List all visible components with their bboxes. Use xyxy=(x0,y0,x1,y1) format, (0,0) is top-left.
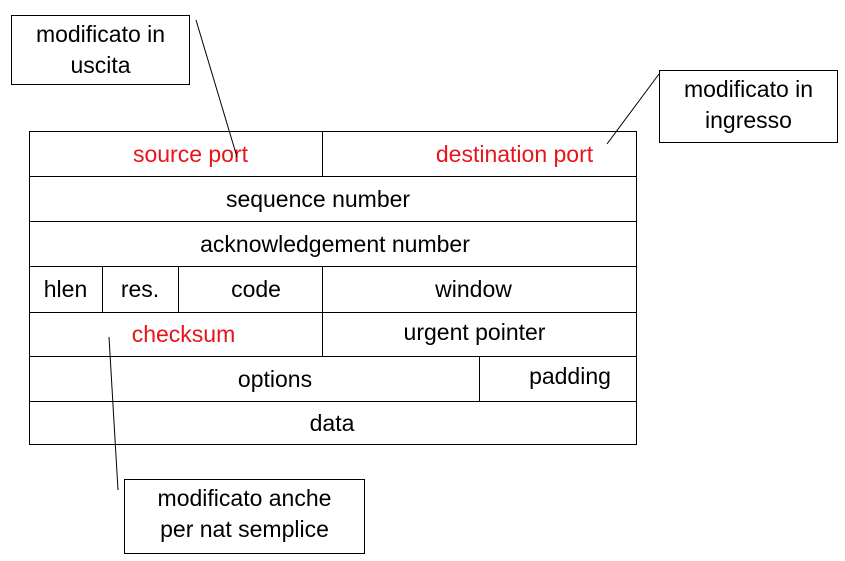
leader-line-destination-port xyxy=(606,73,660,145)
field-label: urgent pointer xyxy=(403,319,546,345)
row-control: hlen res. code window xyxy=(29,266,637,312)
callout-modified-outgoing: modificato in uscita xyxy=(11,15,190,85)
leader-line-checksum xyxy=(108,336,119,491)
field-label: hlen xyxy=(43,276,88,302)
callout-modified-simple-nat: modificato anche per nat semplice xyxy=(124,479,365,554)
field-label: sequence number xyxy=(225,185,411,212)
field-reserved: res. xyxy=(102,267,178,312)
row-options: options padding xyxy=(29,356,637,401)
diagram-right-border xyxy=(636,131,637,444)
field-divider xyxy=(479,357,480,401)
field-divider xyxy=(102,267,103,312)
field-label: padding xyxy=(529,363,611,389)
leader-line-source-port xyxy=(195,19,238,158)
row-acknowledgement: acknowledgement number xyxy=(29,221,637,266)
field-label: acknowledgement number xyxy=(200,230,470,257)
field-padding: padding xyxy=(479,357,637,401)
row-checksum: checksum urgent pointer xyxy=(29,312,637,356)
diagram-left-border xyxy=(29,131,30,444)
field-label: data xyxy=(309,409,355,436)
callout-line-1: modificato anche xyxy=(157,485,332,511)
callout-line-2: per nat semplice xyxy=(160,516,329,542)
field-data: data xyxy=(29,402,637,444)
field-divider xyxy=(322,313,323,356)
callout-line-1: modificato in xyxy=(35,21,166,47)
field-options: options xyxy=(29,357,479,401)
callout-modified-incoming: modificato in ingresso xyxy=(659,70,838,143)
callout-line-2: ingresso xyxy=(705,107,792,133)
callout-line-2: uscita xyxy=(70,52,131,78)
row-data: data xyxy=(29,401,637,445)
field-label: checksum xyxy=(131,321,236,347)
field-code: code xyxy=(178,267,322,312)
field-divider xyxy=(178,267,179,312)
field-sequence-number: sequence number xyxy=(29,177,637,221)
field-label: window xyxy=(435,276,512,302)
field-hlen: hlen xyxy=(29,267,102,312)
field-label: res. xyxy=(120,276,160,302)
field-acknowledgement-number: acknowledgement number xyxy=(29,222,637,266)
field-label: options xyxy=(237,365,313,392)
field-divider xyxy=(322,132,323,176)
row-sequence: sequence number xyxy=(29,176,637,221)
field-destination-port: destination port xyxy=(322,132,637,176)
field-checksum: checksum xyxy=(29,313,322,356)
field-label: code xyxy=(231,276,281,302)
field-urgent-pointer: urgent pointer xyxy=(322,313,637,356)
field-divider xyxy=(322,267,323,312)
callout-line-1: modificato in xyxy=(683,76,814,102)
row-ports: source port destination port xyxy=(29,131,637,176)
field-window: window xyxy=(322,267,637,312)
field-label: destination port xyxy=(435,140,594,167)
field-label: source port xyxy=(132,140,249,167)
field-source-port: source port xyxy=(29,132,322,176)
